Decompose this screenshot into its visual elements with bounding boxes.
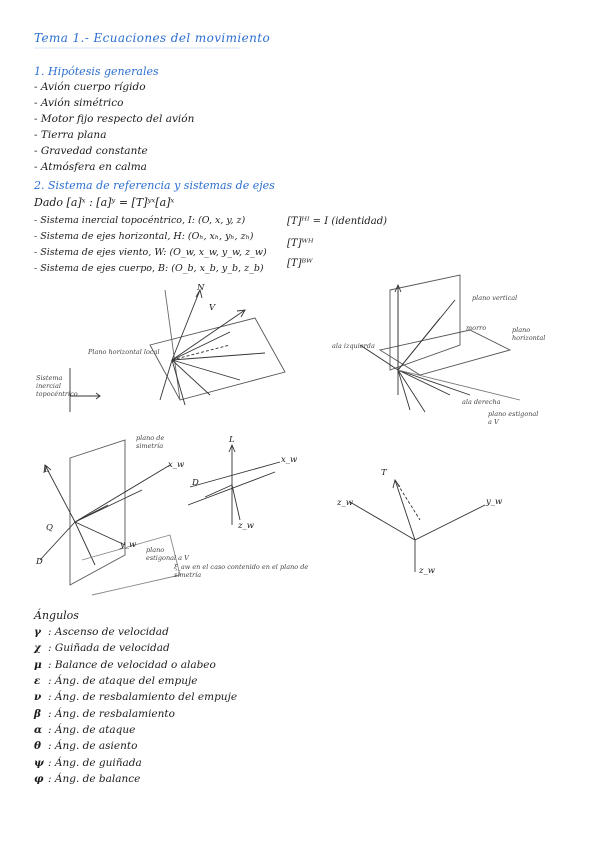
symmetry-plane-diagram	[39, 439, 181, 596]
label-d-center: D	[192, 478, 199, 488]
angle-symbol: γ	[34, 626, 41, 638]
label-n: N	[197, 283, 205, 293]
stability-plane-label: plano estigonal a V	[146, 546, 189, 562]
label-l-left: L	[44, 465, 50, 475]
hypothesis-item: - Gravedad constante	[34, 145, 148, 157]
label-l-center: L	[229, 435, 235, 445]
angle-text: : Áng. de balance	[48, 773, 141, 785]
label-yw-left: y_w	[120, 540, 137, 550]
angle-item: μ : Balance de velocidad o alabeo	[34, 659, 216, 671]
angles-heading: Ángulos	[34, 609, 79, 622]
angle-symbol: β	[34, 708, 41, 720]
angle-symbol: ψ	[34, 757, 44, 769]
label-zw-right-left: z_w	[337, 498, 354, 508]
angle-text: : Áng. de resbalamiento	[48, 708, 175, 720]
vertical-plane-diagram	[359, 274, 521, 413]
stability-plane-right-label: plano estigonal a V	[488, 410, 539, 426]
label-v-top: V	[209, 303, 216, 313]
label-q: Q	[46, 523, 53, 533]
angle-item: χ : Guiñada de velocidad	[34, 642, 170, 654]
left-wing-label: ala izquierda	[332, 342, 375, 350]
xw-note: ξ_aw en el caso contenido en el plano de…	[174, 563, 309, 579]
hypothesis-item: - Tierra plana	[34, 129, 107, 141]
lift-drag-axes-diagram	[187, 443, 281, 525]
transform-wh: [T]ᵂᴴ	[287, 238, 314, 249]
label-xw-left: x_w	[168, 460, 185, 470]
label-xw-center: x_w	[281, 455, 298, 465]
horizontal-plane-right-label: plano horizontal	[512, 326, 546, 342]
transform-hi: [T]ᴴᴵ = I (identidad)	[287, 216, 388, 227]
label-d-left: D	[36, 557, 43, 567]
angle-item: β : Áng. de resbalamiento	[34, 708, 175, 720]
vertical-plane-label: plano vertical	[472, 294, 518, 302]
angle-text: : Guiñada de velocidad	[48, 642, 170, 654]
angle-text: : Ascenso de velocidad	[48, 626, 169, 638]
angle-symbol: χ	[34, 642, 41, 654]
symmetry-plane-label: plano de simetría	[136, 434, 165, 450]
thrust-wind-axes-diagram	[349, 478, 486, 572]
angle-item: ψ : Áng. de guiñada	[34, 757, 142, 769]
angle-symbol: μ	[34, 659, 42, 671]
hypothesis-item: - Avión simétrico	[34, 97, 124, 109]
angle-text: : Áng. de ataque	[48, 724, 136, 736]
axis-system-item: - Sistema de ejes horizontal, H: (Oₕ, xₕ…	[34, 231, 254, 242]
dado-formula: Dado [a]ˣ : [a]ʸ = [T]ʸˣ[a]ˣ	[34, 196, 175, 209]
angle-symbol: θ	[34, 740, 42, 752]
label-zw-right: z_w	[419, 566, 436, 576]
nose-label: morro	[466, 324, 487, 332]
angle-item: ν : Áng. de resbalamiento del empuje	[34, 691, 237, 703]
angle-text: : Áng. de guiñada	[48, 757, 142, 769]
right-wing-label: ala derecha	[462, 398, 501, 406]
angle-item: γ : Ascenso de velocidad	[34, 626, 169, 638]
hypothesis-item: - Atmósfera en calma	[34, 161, 147, 173]
page-title: Tema 1.- Ecuaciones del movimiento	[34, 31, 271, 45]
label-yw-right: y_w	[486, 497, 503, 507]
horizontal-axes-diagram	[149, 288, 286, 406]
label-t: T	[381, 468, 387, 478]
angle-item: φ : Áng. de balance	[34, 773, 140, 785]
axis-system-item: - Sistema de ejes viento, W: (O_w, x_w, …	[34, 247, 267, 258]
angle-item: ε : Áng. de ataque del empuje	[34, 675, 197, 687]
angle-text: : Balance de velocidad o alabeo	[48, 659, 216, 671]
section2-heading: 2. Sistema de referencia y sistemas de e…	[34, 179, 275, 192]
angle-symbol: ε	[34, 675, 41, 687]
angle-symbol: ν	[34, 691, 42, 703]
section1-heading: 1. Hipótesis generales	[34, 65, 159, 78]
horizontal-plane-label: Plano horizontal local	[88, 348, 160, 356]
axis-system-item: - Sistema inercial topocéntrico, I: (O, …	[34, 215, 246, 226]
axis-system-item: - Sistema de ejes cuerpo, B: (O_b, x_b, …	[34, 263, 264, 274]
hypothesis-item: - Motor fijo respecto del avión	[34, 113, 195, 125]
hypothesis-item: - Avión cuerpo rígido	[34, 81, 146, 93]
angle-item: α : Áng. de ataque	[34, 724, 135, 736]
label-zw-center: z_w	[238, 521, 255, 531]
angle-item: θ : Áng. de asiento	[34, 740, 137, 752]
inertial-axes	[69, 368, 101, 412]
transform-bw: [T]ᴮᵂ	[287, 258, 313, 269]
inertial-label: Sistema inercial topocéntrico	[36, 374, 78, 398]
angle-symbol: α	[34, 724, 43, 736]
angle-text: : Áng. de ataque del empuje	[48, 675, 198, 687]
angle-symbol: φ	[34, 773, 44, 785]
angle-text: : Áng. de resbalamiento del empuje	[48, 691, 238, 703]
angle-text: : Áng. de asiento	[48, 740, 138, 752]
